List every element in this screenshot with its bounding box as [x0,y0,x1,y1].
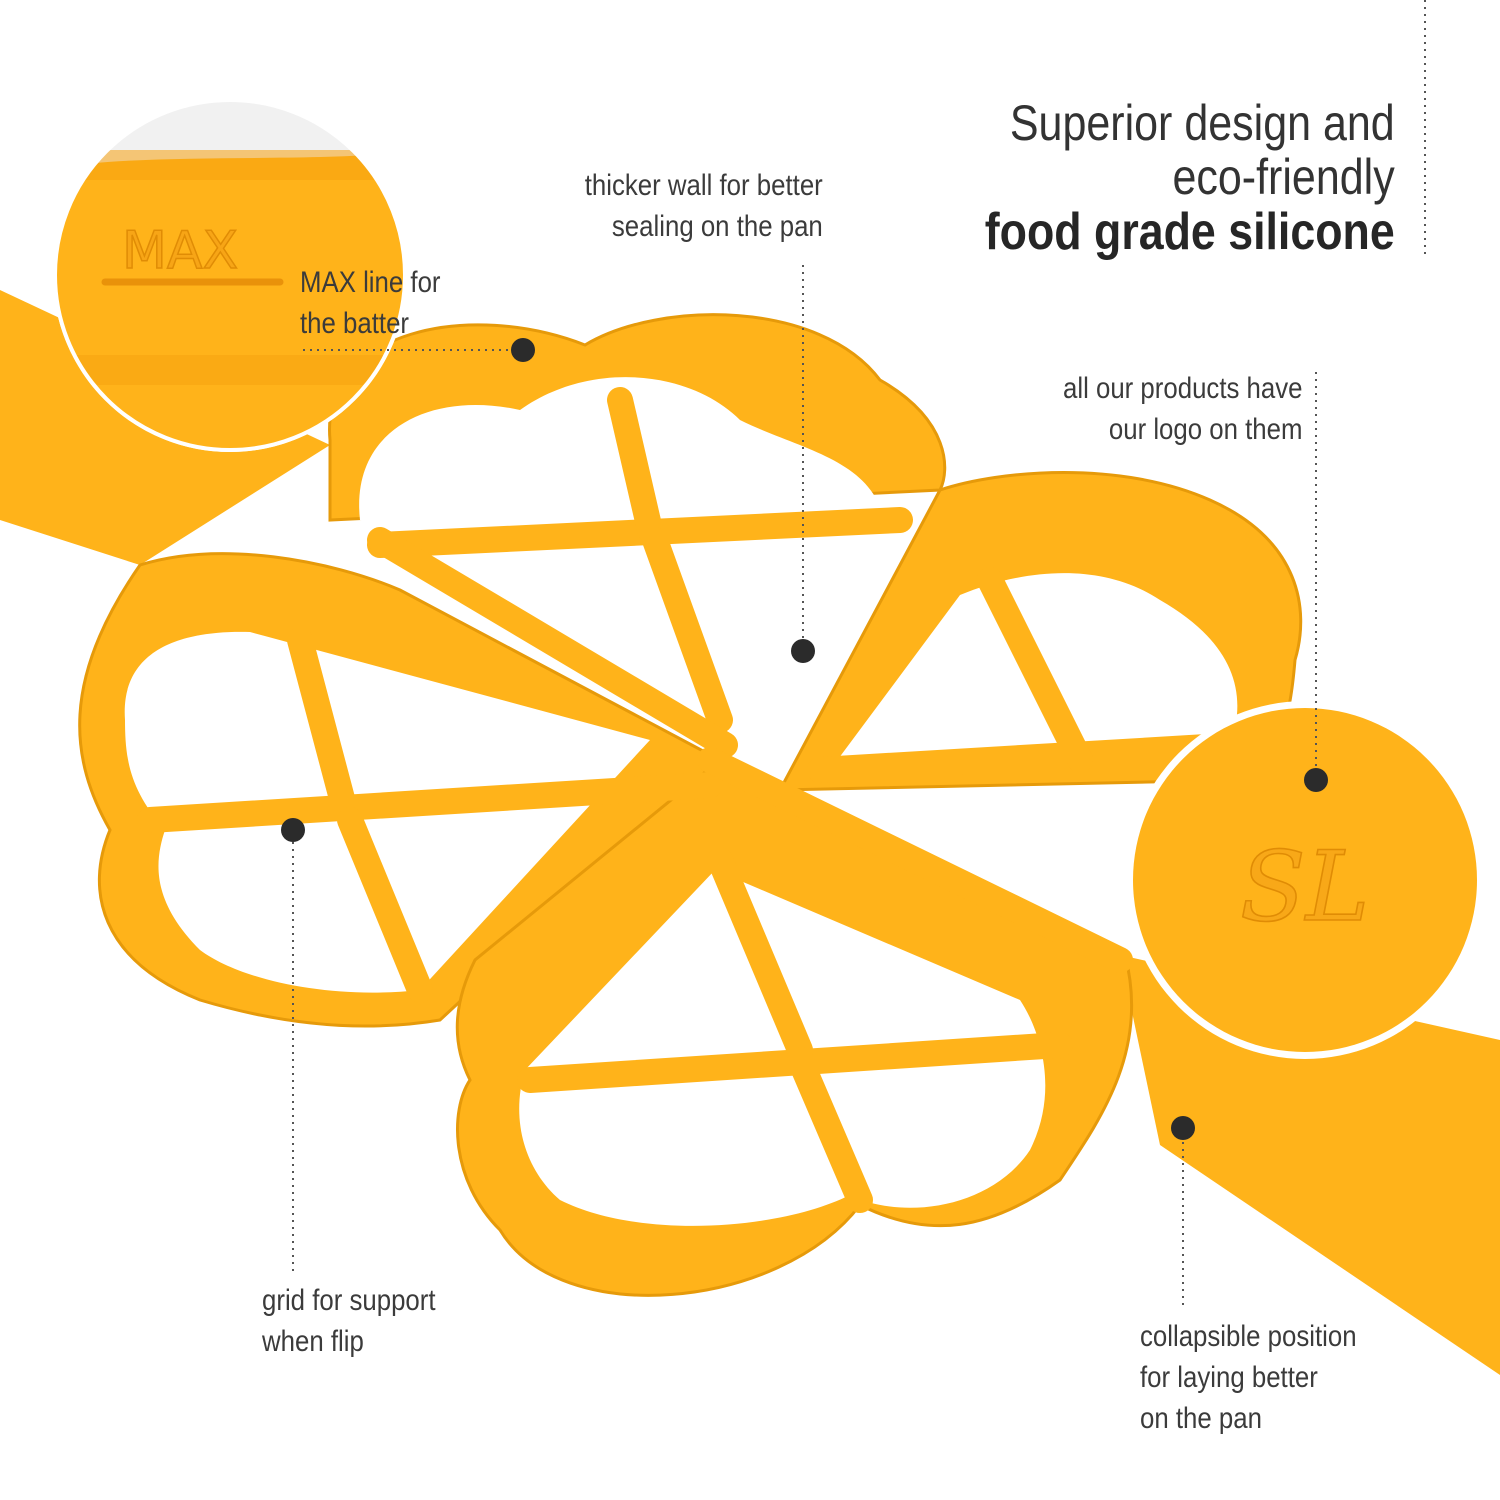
callout-grid: grid for support when flip [262,1280,436,1362]
callout-grid-line-1: grid for support [262,1284,436,1317]
headline-line-1: Superior design and [1010,95,1395,151]
marker-logo [1304,768,1328,792]
support-grid [137,387,1253,1213]
max-mark: MAX [122,221,238,281]
callout-logo-line-1: all our products have [1062,372,1302,405]
marker-wall [791,639,815,663]
callout-markers [281,338,1328,1140]
callout-collapse: collapsible position for laying better o… [1140,1316,1357,1439]
callout-logo: all our products have our logo on them [1062,368,1302,450]
right-handle [1120,955,1500,1375]
leader-lines [292,0,1426,1305]
callout-collapse-line-1: collapsible position [1140,1320,1357,1353]
marker-max [511,338,535,362]
callout-max-line-1: MAX line for [300,266,441,299]
callout-collapse-line-2: for laying better [1140,1361,1318,1394]
marker-collapse [1171,1116,1195,1140]
marker-grid [281,818,305,842]
callout-collapse-line-3: on the pan [1140,1402,1262,1435]
callout-logo-line-2: our logo on them [1108,413,1302,446]
callout-max-line-2: the batter [300,307,410,340]
callout-max: MAX line for the batter [300,262,441,344]
headline-line-3: food grade silicone [985,203,1395,261]
callout-wall-line-1: thicker wall for better [584,169,823,202]
callout-grid-line-2: when flip [262,1325,364,1358]
callout-wall: thicker wall for better sealing on the p… [585,165,823,247]
headline: Superior design and eco-friendly food gr… [985,96,1395,260]
callout-wall-line-2: sealing on the pan [612,210,823,243]
max-zoom-circle: MAX [53,98,407,452]
logo-mark: SL [1240,831,1370,943]
logo-zoom-circle: SL [1126,701,1484,1059]
headline-line-2: eco-friendly [1172,149,1395,205]
